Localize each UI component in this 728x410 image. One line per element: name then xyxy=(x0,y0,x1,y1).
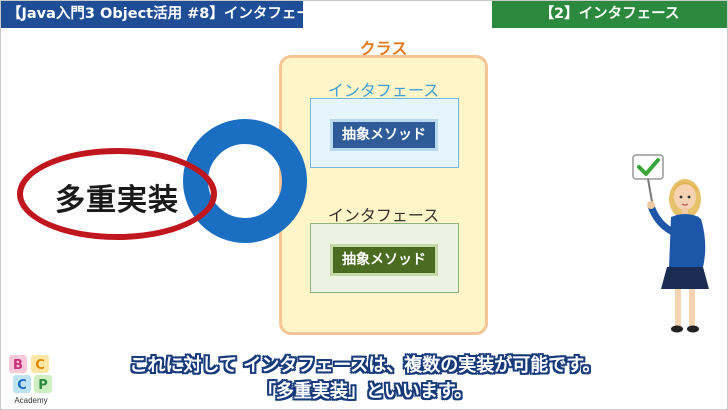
svg-text:C: C xyxy=(17,378,27,393)
abstract-method1: 抽象メソッド xyxy=(330,119,438,151)
subtitle-line2: 「多重実装」といいます。 xyxy=(257,381,473,402)
presenter-character xyxy=(632,154,709,333)
academy-logo: B C C P Academy xyxy=(7,351,55,407)
logo-text: Academy xyxy=(14,396,48,405)
checkmark-sign-icon xyxy=(632,154,664,208)
logo-mark-icon: B C C P xyxy=(9,355,52,393)
svg-text:C: C xyxy=(35,358,45,373)
multiple-implementation-text: 多重実装 xyxy=(55,183,179,218)
header-title-right: 【2】インタフェース xyxy=(492,1,727,28)
svg-text:P: P xyxy=(38,378,48,393)
svg-text:B: B xyxy=(13,358,23,373)
highlight-ellipse xyxy=(17,148,217,240)
interface1-label: インタフェース xyxy=(327,81,440,100)
class-label: クラス xyxy=(359,39,408,58)
subtitle-line1: これに対して インタフェースは、複数の実装が可能です。 xyxy=(129,355,601,376)
abstract-method2: 抽象メソッド xyxy=(330,244,438,276)
header-title-left: 【Java入門3 Object活用 #8】インタフェース xyxy=(1,1,303,28)
interface2-label: インタフェース xyxy=(327,206,440,225)
